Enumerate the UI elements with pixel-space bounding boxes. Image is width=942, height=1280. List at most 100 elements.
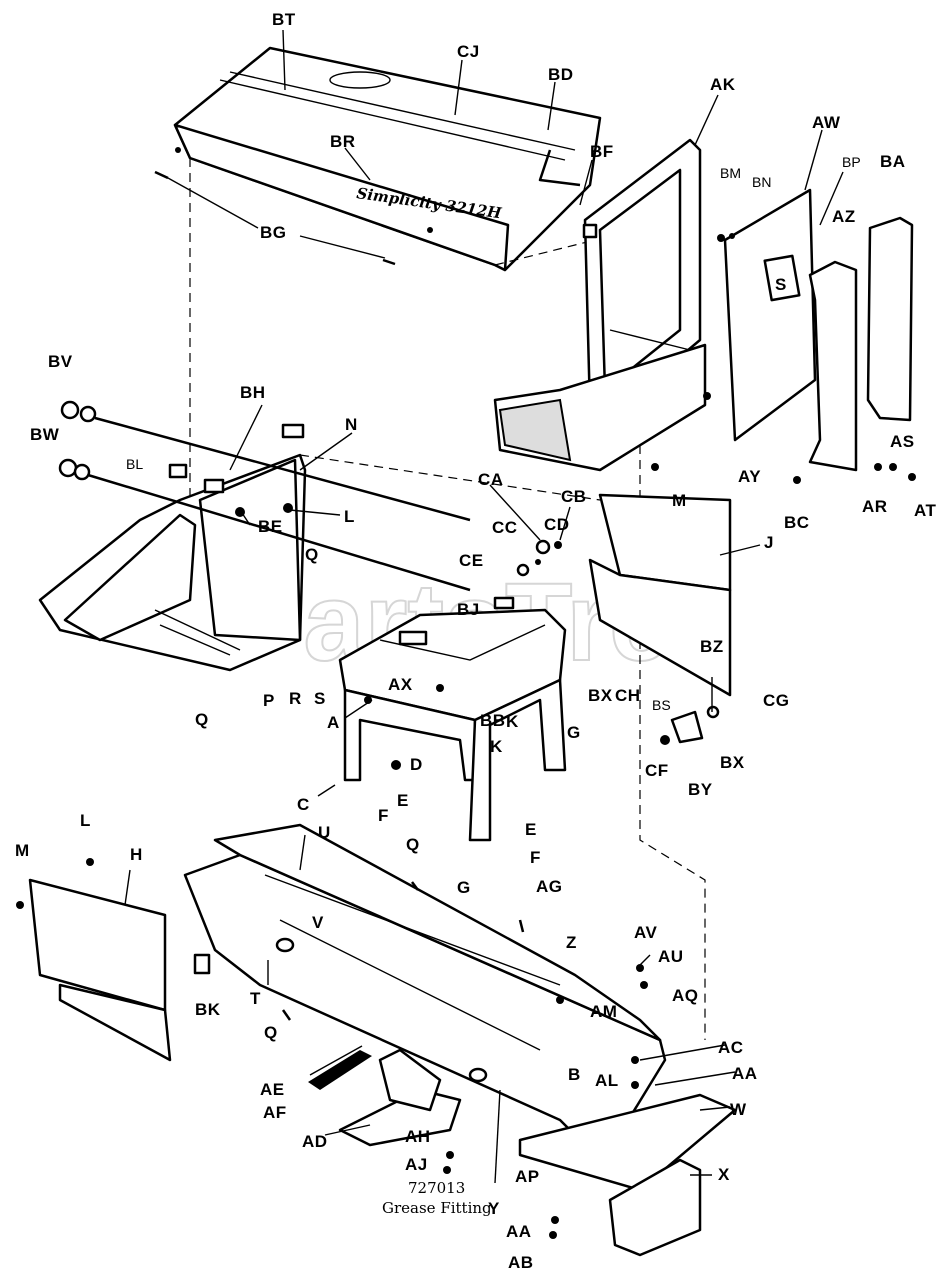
callout-v: V bbox=[312, 913, 324, 932]
callout-r: R bbox=[289, 689, 302, 708]
side-panel-j bbox=[588, 493, 732, 697]
control-cables bbox=[58, 400, 471, 592]
callout-al: AL bbox=[595, 1071, 619, 1090]
callout-bd: BD bbox=[548, 65, 574, 84]
misc-fasteners bbox=[16, 392, 916, 1239]
callout-bx-left: BX bbox=[588, 686, 613, 705]
svg-text:S: S bbox=[775, 275, 787, 294]
foot-rest bbox=[308, 1045, 462, 1147]
callout-bn: BN bbox=[752, 174, 771, 190]
callout-q-mid: Q bbox=[406, 835, 420, 854]
dash-frame bbox=[493, 138, 707, 472]
callout-bb: BB bbox=[480, 711, 506, 730]
leader-lines bbox=[124, 29, 844, 1184]
callout-ap: AP bbox=[515, 1167, 540, 1186]
side-shield-h bbox=[28, 878, 172, 1062]
callout-cb: CB bbox=[561, 487, 587, 506]
callout-br: BR bbox=[330, 132, 356, 151]
callout-ak: AK bbox=[710, 75, 736, 94]
callout-q-left: Q bbox=[195, 710, 209, 729]
callout-k-lower: K bbox=[490, 737, 503, 756]
bracket-by bbox=[660, 705, 720, 745]
callout-as: AS bbox=[890, 432, 915, 451]
callout-ah: AH bbox=[405, 1127, 431, 1146]
callout-aa-right: AA bbox=[732, 1064, 758, 1083]
callout-bh: BH bbox=[240, 383, 266, 402]
callout-u: U bbox=[318, 823, 331, 842]
callout-cc: CC bbox=[492, 518, 518, 537]
callout-bt: BT bbox=[272, 10, 296, 29]
callout-k-upper: K bbox=[506, 712, 519, 731]
callout-e: E bbox=[397, 791, 409, 810]
callout-cg: CG bbox=[763, 691, 790, 710]
callout-ae: AE bbox=[260, 1080, 285, 1099]
callout-t: T bbox=[250, 989, 261, 1008]
callout-aq: AQ bbox=[672, 986, 699, 1005]
fastener-cluster bbox=[391, 539, 562, 770]
callout-s: S bbox=[314, 689, 326, 708]
callout-a: A bbox=[327, 713, 340, 732]
callout-au: AU bbox=[658, 947, 684, 966]
callout-ax: AX bbox=[388, 675, 413, 694]
callout-l-lower: L bbox=[80, 811, 91, 830]
callout-ch: CH bbox=[615, 686, 641, 705]
callout-be: BE bbox=[258, 517, 283, 536]
callout-am: AM bbox=[590, 1002, 617, 1021]
callout-aa-bottom: AA bbox=[506, 1222, 532, 1241]
floor-plate bbox=[518, 1093, 737, 1257]
callout-d: D bbox=[410, 755, 423, 774]
callout-q-lower: Q bbox=[264, 1023, 278, 1042]
callout-bm: BM bbox=[720, 165, 741, 181]
callout-cd: CD bbox=[544, 515, 570, 534]
callout-af: AF bbox=[263, 1103, 287, 1122]
callout-c: C bbox=[297, 795, 310, 814]
callout-ce: CE bbox=[459, 551, 484, 570]
callout-y: Y bbox=[488, 1199, 500, 1218]
callout-x: X bbox=[718, 1165, 730, 1184]
callout-e-lower: E bbox=[525, 820, 537, 839]
grease-fitting-part-number: 727013 bbox=[408, 1179, 465, 1197]
callout-bl: BL bbox=[126, 456, 143, 472]
callout-bx-right: BX bbox=[720, 753, 745, 772]
callout-ab: AB bbox=[508, 1253, 534, 1272]
callout-cf: CF bbox=[645, 761, 669, 780]
trim-strip-ba bbox=[866, 216, 914, 422]
callout-j: J bbox=[764, 533, 774, 552]
callout-m-right: M bbox=[672, 491, 687, 510]
callout-bp: BP bbox=[842, 154, 861, 170]
callout-h: H bbox=[130, 845, 143, 864]
callout-l-upper: L bbox=[344, 507, 355, 526]
steering-support bbox=[338, 608, 567, 842]
callout-w: W bbox=[730, 1100, 747, 1119]
callout-g-right: G bbox=[567, 723, 581, 742]
callout-bk: BK bbox=[195, 1000, 221, 1019]
callout-by: BY bbox=[688, 780, 713, 799]
callout-aw: AW bbox=[812, 113, 841, 132]
callout-p: P bbox=[263, 691, 275, 710]
callout-ad: AD bbox=[302, 1132, 328, 1151]
callout-labels: BT CJ BD BR BG BF AK AW BM BN BP BA AZ A… bbox=[15, 10, 936, 1272]
callout-ar: AR bbox=[862, 497, 888, 516]
callout-bf: BF bbox=[590, 142, 614, 161]
callout-q-upper: Q bbox=[305, 545, 319, 564]
callout-b: B bbox=[568, 1065, 581, 1084]
callout-ag: AG bbox=[536, 877, 563, 896]
trim-strip-az bbox=[808, 260, 858, 472]
callout-bj: BJ bbox=[457, 600, 480, 619]
callout-f-right: F bbox=[530, 848, 541, 867]
dash-console bbox=[38, 423, 307, 672]
callout-bz: BZ bbox=[700, 637, 724, 656]
callout-bv: BV bbox=[48, 352, 73, 371]
callout-ay: AY bbox=[738, 467, 761, 486]
callout-cj: CJ bbox=[457, 42, 480, 61]
callout-m-left: M bbox=[15, 841, 30, 860]
callout-z: Z bbox=[566, 933, 577, 952]
callout-ac: AC bbox=[718, 1038, 744, 1057]
callout-f-left: F bbox=[378, 806, 389, 825]
main-frame bbox=[183, 823, 667, 1152]
hood-bolts bbox=[154, 170, 396, 266]
callout-g-mid: G bbox=[457, 878, 471, 897]
grease-fitting-label: Grease Fitting bbox=[382, 1199, 492, 1217]
callout-bs: BS bbox=[652, 697, 671, 713]
